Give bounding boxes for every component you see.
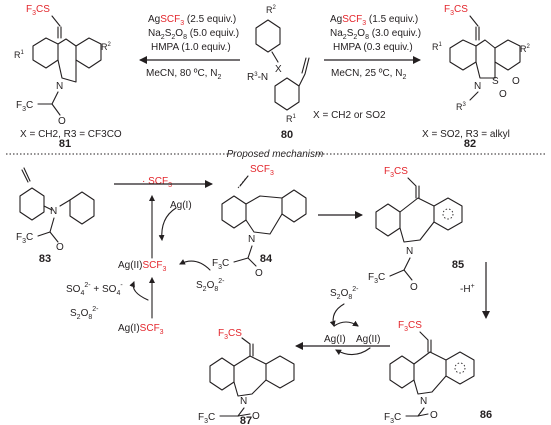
svg-text:N: N <box>406 246 413 257</box>
arc-persulfate-in <box>179 259 211 271</box>
compound-81-label: 81 <box>59 138 71 150</box>
product-81-structure: F3CS R1 R2 N F3C O <box>14 4 112 127</box>
svg-text:N: N <box>50 206 57 217</box>
svg-text:O: O <box>499 89 507 100</box>
product-82-structure: F3CS R1 R2 N S O O R3 <box>432 4 531 112</box>
svg-text:N: N <box>420 396 427 407</box>
svg-text:F3CS: F3CS <box>398 320 422 333</box>
svg-text:O: O <box>58 116 66 127</box>
compound-83-label: 83 <box>39 253 51 265</box>
svg-text:O: O <box>255 268 263 279</box>
arc-persulfate-right <box>329 303 345 327</box>
persulfate-label-2: S2O82- <box>70 306 99 321</box>
arc-sulfate-out <box>129 281 149 301</box>
svg-text:R2: R2 <box>101 42 112 52</box>
sulfate-label: SO42- + SO4- <box>66 282 123 297</box>
product-82-condition: X = SO2, R3 = alkyl <box>422 129 510 140</box>
svg-text:O: O <box>410 282 418 293</box>
right-arrow-reagent-3: HMPA (0.3 equiv.) <box>333 42 413 53</box>
right-arrow-conditions: MeCN, 25 ºC, N2 <box>331 68 406 81</box>
svg-text:O: O <box>56 242 64 253</box>
compound-83-structure: N F3C O <box>16 167 95 253</box>
svg-text:O: O <box>430 410 438 421</box>
substrate-80-structure: R2 X R3-N R1 <box>247 5 310 124</box>
cycle-ag-bottom-arc <box>335 347 371 356</box>
persulfate-label-3: S2O82- <box>330 286 359 301</box>
compound-82-label: 82 <box>464 138 476 150</box>
deprotonation-label: -H+ <box>460 283 475 295</box>
svg-text:R2: R2 <box>520 44 531 54</box>
svg-text:F3CS: F3CS <box>26 4 50 17</box>
svg-text:X: X <box>275 64 282 75</box>
svg-text:S: S <box>492 76 499 87</box>
cycle-arc-ag1 <box>158 207 177 241</box>
svg-text:F3CS: F3CS <box>444 4 468 17</box>
right-arrow-reagent-1: AgSCF3 (1.5 equiv.) <box>330 14 418 27</box>
left-arrow-reagent-2: Na2S2O8 (5.0 equiv.) <box>148 28 239 41</box>
svg-text:R1: R1 <box>432 42 443 52</box>
svg-text:R2: R2 <box>266 5 277 15</box>
agi-scf3-label: Ag(I)SCF3 <box>118 323 164 336</box>
cycle-ag2-label: Ag(II) <box>356 334 380 345</box>
svg-text:F3C: F3C <box>212 258 229 271</box>
svg-text:N: N <box>56 81 63 92</box>
svg-text:F3C: F3C <box>16 232 33 245</box>
left-arrow-conditions: MeCN, 80 ºC, N2 <box>146 68 221 81</box>
svg-text:O: O <box>512 76 520 87</box>
svg-text:F3CS: F3CS <box>384 166 408 179</box>
left-arrow-reagent-1: AgSCF3 (2.5 equiv.) <box>148 14 236 27</box>
persulfate-label-1: S2O82- <box>196 278 225 293</box>
ag2-scf3-label: Ag(II)SCF3 <box>118 260 166 273</box>
section-title: Proposed mechanism <box>227 149 324 160</box>
svg-text:O: O <box>252 411 260 422</box>
product-81-condition: X = CH2, R3 = CF3CO <box>20 129 122 140</box>
svg-text:F3C: F3C <box>16 100 33 113</box>
svg-text:F3C: F3C <box>198 412 215 425</box>
compound-87-structure: F3CS N F3C O <box>198 328 295 425</box>
compound-85-label: 85 <box>452 259 464 271</box>
svg-text:R1: R1 <box>14 50 25 60</box>
svg-text:F3C: F3C <box>384 412 401 425</box>
compound-86-label: 86 <box>480 409 492 421</box>
compound-80-label: 80 <box>281 129 293 141</box>
left-arrow-reagent-3: HMPA (1.0 equiv.) <box>151 42 231 53</box>
svg-text:F3C: F3C <box>368 272 385 285</box>
svg-text:R1: R1 <box>286 114 297 124</box>
cycle-ag-top-arc <box>333 320 359 327</box>
svg-text:N: N <box>240 396 247 407</box>
compound-84-label: 84 <box>260 253 273 265</box>
compound-86-structure: F3CS N F3C O <box>384 320 475 425</box>
cycle-ag1-label: Ag(I) <box>324 334 346 345</box>
substrate-80-condition: X = CH2 or SO2 <box>313 110 386 121</box>
svg-text:SCF3: SCF3 <box>250 164 274 177</box>
compound-85-structure: F3CS N F3C O <box>368 166 463 293</box>
svg-text:F3CS: F3CS <box>218 328 242 341</box>
right-arrow-reagent-2: Na2S2O8 (3.0 equiv.) <box>330 28 421 41</box>
compound-87-label: 87 <box>240 415 252 425</box>
svg-text:N: N <box>474 81 481 92</box>
ag1-label: Ag(I) <box>170 200 192 211</box>
svg-text:R3-N: R3-N <box>247 72 268 83</box>
radical-scf3-label: · SCF3 <box>142 176 172 189</box>
svg-text:N: N <box>248 234 255 245</box>
compound-84-structure: SCF3 N F3C O <box>212 164 307 279</box>
svg-text:R3: R3 <box>456 102 467 112</box>
